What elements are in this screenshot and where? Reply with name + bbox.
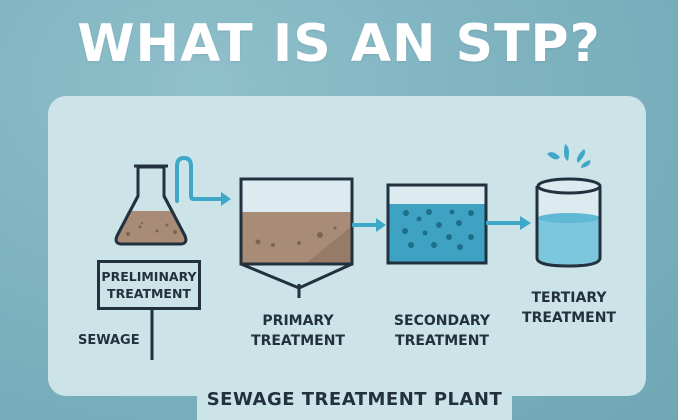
primary-label-line1: PRIMARY <box>262 313 334 329</box>
sewage-input-label: SEWAGE <box>78 333 140 348</box>
flask-icon <box>114 164 188 246</box>
water-splash-icon <box>547 144 591 168</box>
footer-caption: SEWAGE TREATMENT PLANT <box>206 388 503 410</box>
clean-water-cylinder-icon <box>535 177 602 268</box>
tertiary-label-line1: TERTIARY <box>531 290 607 306</box>
tertiary-label-line2: TREATMENT <box>522 310 616 326</box>
preliminary-label-line2: TREATMENT <box>107 286 191 301</box>
flow-arrow-icon <box>352 218 386 232</box>
primary-treatment-label: PRIMARY TREATMENT <box>236 311 360 351</box>
tertiary-treatment-label: TERTIARY TREATMENT <box>512 288 626 328</box>
secondary-treatment-label: SECONDARY TREATMENT <box>382 311 502 351</box>
page-title: WHAT IS AN STP? <box>77 14 601 74</box>
secondary-label-line2: TREATMENT <box>395 333 489 349</box>
preliminary-label-line1: PRELIMINARY <box>101 269 197 284</box>
flow-arrow-icon <box>486 216 531 230</box>
primary-label-line2: TREATMENT <box>251 333 345 349</box>
flow-arrow-icon <box>175 155 231 206</box>
secondary-label-line1: SECONDARY <box>393 313 491 329</box>
preliminary-treatment-box: PRELIMINARY TREATMENT <box>97 260 201 310</box>
settling-tank-icon <box>239 177 354 298</box>
footer-caption-box: SEWAGE TREATMENT PLANT <box>197 378 512 420</box>
aeration-tank-icon <box>386 183 488 265</box>
